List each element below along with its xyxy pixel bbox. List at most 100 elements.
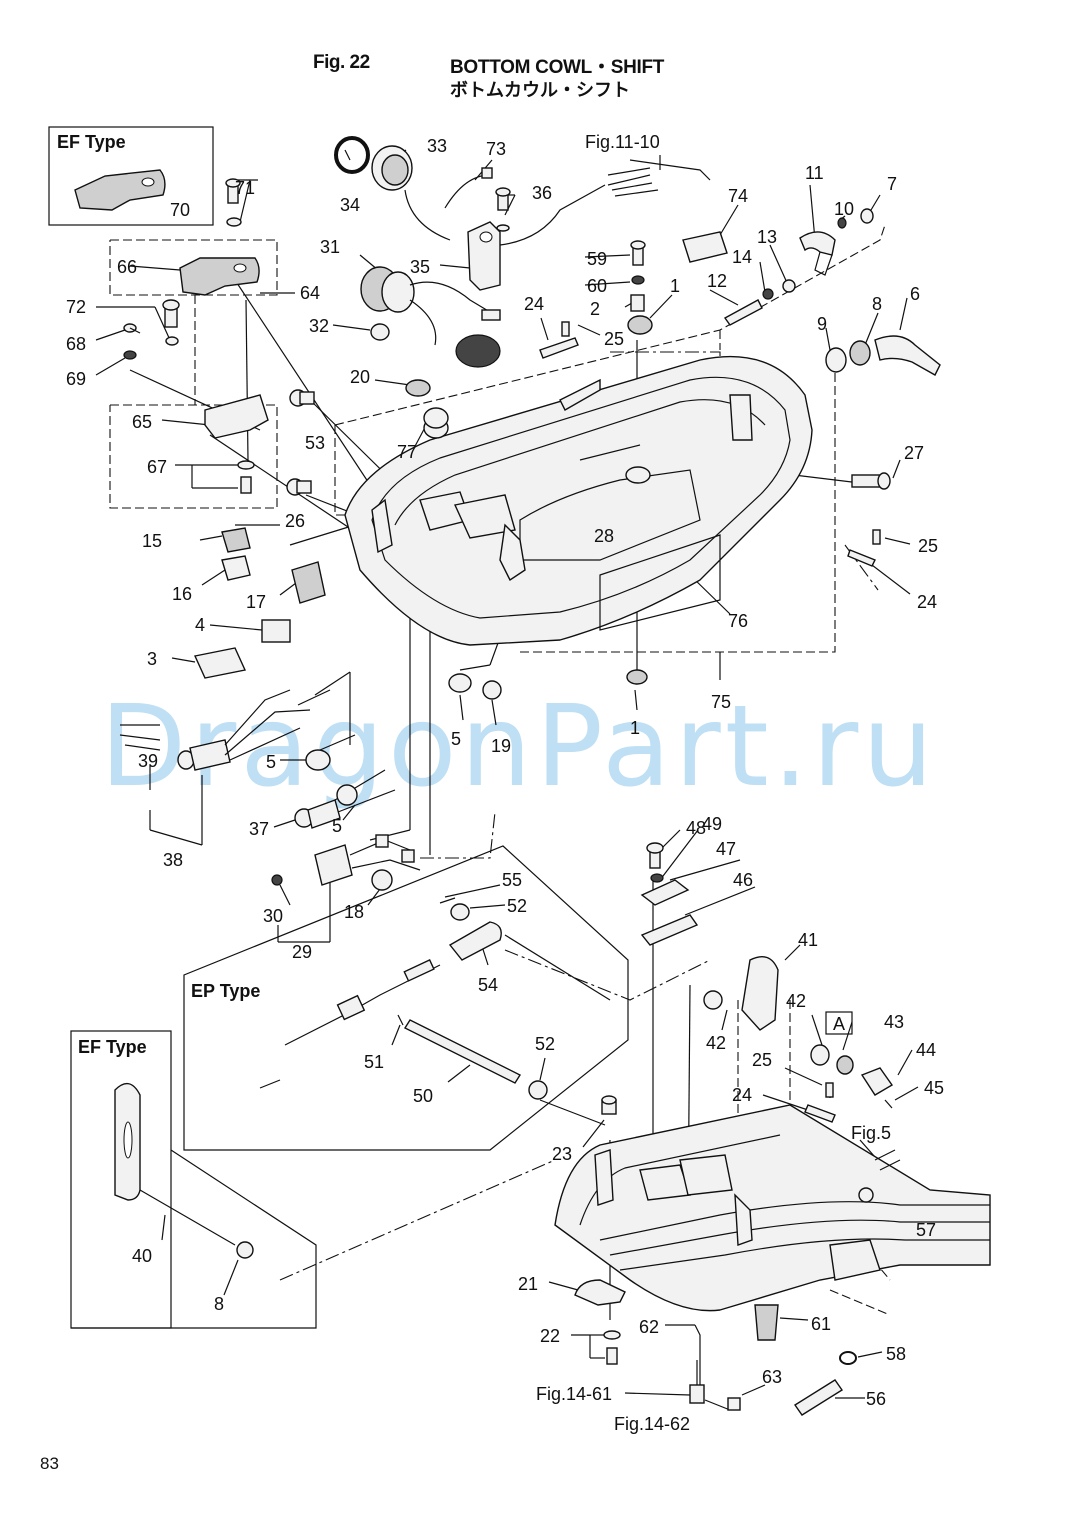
callout-66: 66 [117, 257, 137, 277]
callout-33: 33 [427, 136, 447, 156]
callout-71: 71 [235, 178, 255, 198]
callout-61: 61 [811, 1314, 831, 1334]
callout-32: 32 [309, 316, 329, 336]
callout-34: 34 [340, 195, 360, 215]
callout-12: 12 [707, 271, 727, 291]
callout-42-b: 42 [706, 1033, 726, 1053]
callout-45: 45 [924, 1078, 944, 1098]
callout-51: 51 [364, 1052, 384, 1072]
ef-type-box-bottom-outline [71, 1149, 317, 1329]
callout-26: 26 [285, 511, 305, 531]
callout-5-a: 5 [451, 729, 461, 749]
figure-header: Fig. 22 BOTTOM COWL・SHIFT ボトムカウル・シフト [0, 46, 1075, 102]
callout-13: 13 [757, 227, 777, 247]
callout-10: 10 [834, 199, 854, 219]
callout-31: 31 [320, 237, 340, 257]
callout-8-top: 8 [872, 294, 882, 314]
ef-type-box-top [48, 126, 214, 226]
callout-44: 44 [916, 1040, 936, 1060]
callout-27: 27 [904, 443, 924, 463]
callout-19: 19 [491, 736, 511, 756]
callout-72: 72 [66, 297, 86, 317]
bottom-cowl-housing [344, 334, 813, 646]
callout-73: 73 [486, 139, 506, 159]
callout-37: 37 [249, 819, 269, 839]
callout-55: 55 [502, 870, 522, 890]
callout-77: 77 [397, 442, 417, 462]
callout-35: 35 [410, 257, 430, 277]
callout-labels: 70 71 66 64 72 68 69 65 67 34 33 73 36 F… [66, 132, 944, 1434]
callout-4: 4 [195, 615, 205, 635]
callout-76: 76 [728, 611, 748, 631]
callout-63: 63 [762, 1367, 782, 1387]
callout-9: 9 [817, 314, 827, 334]
callout-42-a: 42 [786, 991, 806, 1011]
callout-59: 59 [587, 249, 607, 269]
callout-2: 2 [590, 299, 600, 319]
callout-75: 75 [711, 692, 731, 712]
figure-title: BOTTOM COWL・SHIFT [450, 57, 665, 78]
callout-6: 6 [910, 284, 920, 304]
watermark-text: DragonPart.ru [100, 682, 937, 812]
callout-24-lower: 24 [732, 1085, 752, 1105]
callout-25-lower: 25 [752, 1050, 772, 1070]
callout-14: 14 [732, 247, 752, 267]
callout-5-b: 5 [266, 752, 276, 772]
callout-24-top: 24 [524, 294, 544, 314]
ep-type-label: EP Type [191, 981, 260, 1001]
callout-fig-11-10: Fig.11-10 [585, 132, 660, 152]
callout-48: 48 [686, 818, 706, 838]
callout-30: 30 [263, 906, 283, 926]
callout-41: 41 [798, 930, 818, 950]
callout-21: 21 [518, 1274, 538, 1294]
ef-type-label-top: EF Type [57, 132, 126, 152]
callout-74: 74 [728, 186, 748, 206]
callout-29: 29 [292, 942, 312, 962]
callout-1-bottom: 1 [630, 718, 640, 738]
callout-20: 20 [350, 367, 370, 387]
parts [74, 136, 941, 1416]
callout-46: 46 [733, 870, 753, 890]
callout-24-right: 24 [917, 592, 937, 612]
callout-52-bottom: 52 [535, 1034, 555, 1054]
callout-53: 53 [305, 433, 325, 453]
callout-1-top: 1 [670, 276, 680, 296]
ep-type-box [183, 845, 629, 1151]
callout-fig-14-61: Fig.14-61 [536, 1384, 612, 1404]
callout-65: 65 [132, 412, 152, 432]
callout-54: 54 [478, 975, 498, 995]
callout-68: 68 [66, 334, 86, 354]
figure-title-japanese: ボトムカウル・シフト [450, 80, 630, 101]
callout-fig-5: Fig.5 [851, 1123, 891, 1143]
callout-50: 50 [413, 1086, 433, 1106]
callout-62: 62 [639, 1317, 659, 1337]
callout-52-top: 52 [507, 896, 527, 916]
callout-fig-14-62: Fig.14-62 [614, 1414, 690, 1434]
callout-7: 7 [887, 174, 897, 194]
marker-a-top: A [833, 1014, 845, 1034]
callout-69: 69 [66, 369, 86, 389]
callout-25-top: 25 [604, 329, 624, 349]
callout-28: 28 [594, 526, 614, 546]
callout-5-c: 5 [332, 816, 342, 836]
callout-11: 11 [805, 163, 824, 183]
callout-56: 56 [866, 1389, 886, 1409]
callout-22: 22 [540, 1326, 560, 1346]
lower-cowl-housing [554, 1104, 991, 1312]
callout-25-right: 25 [918, 536, 938, 556]
callout-57: 57 [916, 1220, 936, 1240]
callout-64: 64 [300, 283, 320, 303]
callout-17: 17 [246, 592, 266, 612]
callout-39: 39 [138, 751, 158, 771]
callout-36: 36 [532, 183, 552, 203]
callout-3: 3 [147, 649, 157, 669]
callout-15: 15 [142, 531, 162, 551]
callout-67: 67 [147, 457, 167, 477]
callout-38: 38 [163, 850, 183, 870]
page-number: 83 [40, 1454, 59, 1473]
ef-type-label-bottom: EF Type [78, 1037, 147, 1057]
callout-18: 18 [344, 902, 364, 922]
callout-43: 43 [884, 1012, 904, 1032]
callout-58: 58 [886, 1344, 906, 1364]
